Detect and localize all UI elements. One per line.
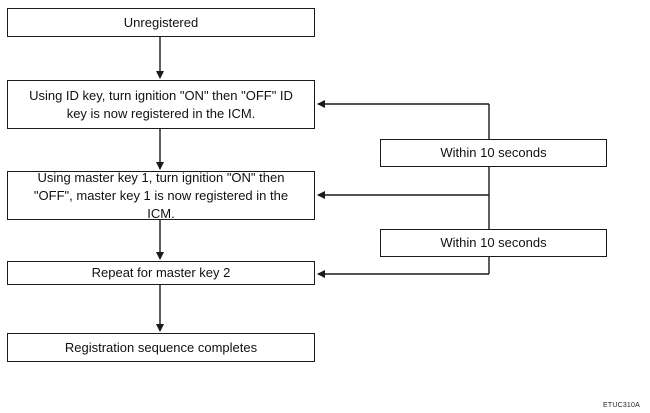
step-unregistered: Unregistered: [7, 8, 315, 37]
step-unregistered-label: Unregistered: [123, 14, 199, 30]
step-register-master-key-1: Using master key 1, turn ignition "ON" t…: [7, 169, 315, 221]
step-sequence-complete-label: Registration sequence completes: [64, 339, 258, 355]
step-register-master-key-1-label: Using master key 1, turn ignition "ON" t…: [33, 169, 289, 221]
condition-within-first: Within 10 seconds: [380, 139, 607, 167]
step-register-id-key-label: Using ID key, turn ignition "ON" then "O…: [29, 87, 293, 121]
step-register-id-key: Using ID key, turn ignition "ON" then "O…: [7, 80, 315, 129]
figure-code: ETUC310A: [602, 402, 640, 409]
condition-within-second-label: Within 10 seconds: [440, 235, 547, 250]
step-sequence-complete: Registration sequence completes: [7, 333, 315, 362]
condition-within-first-label: Within 10 seconds: [440, 145, 547, 160]
condition-within-second: Within 10 seconds: [380, 229, 607, 257]
step-repeat-master-key-2: Repeat for master key 2: [7, 261, 315, 285]
step-repeat-master-key-2-label: Repeat for master key 2: [91, 265, 231, 280]
